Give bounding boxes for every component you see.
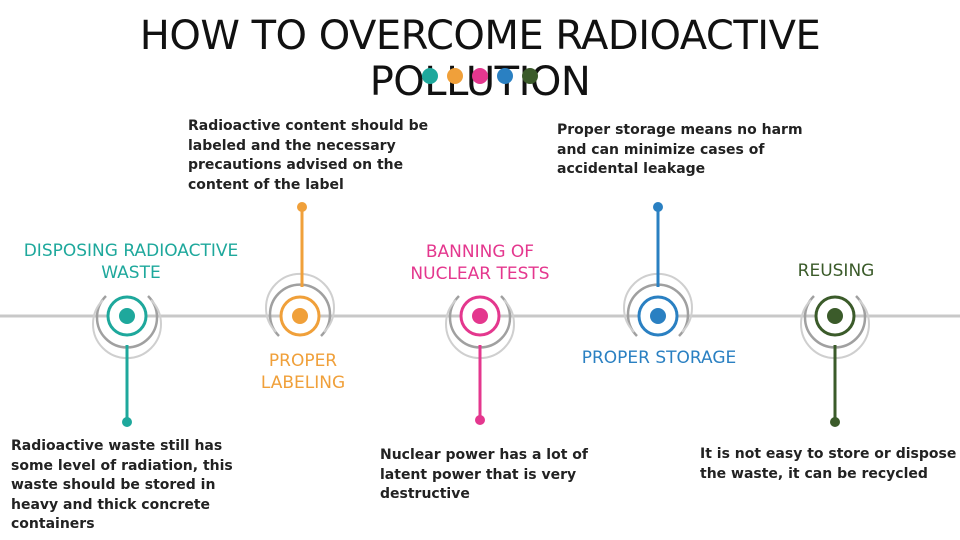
green-dot bbox=[522, 68, 538, 84]
blue-dot bbox=[497, 68, 513, 84]
node-labeling bbox=[265, 202, 335, 337]
node-reusing bbox=[800, 295, 870, 427]
step-label-labeling: PROPER LABELING bbox=[260, 351, 346, 393]
node-disposing bbox=[92, 295, 162, 427]
teal-dot bbox=[422, 68, 438, 84]
pink-dot bbox=[472, 68, 488, 84]
node-banning bbox=[445, 295, 515, 425]
step-desc-banning: Nuclear power has a lot of latent power … bbox=[380, 447, 588, 502]
step-label-storage: PROPER STORAGE bbox=[581, 348, 737, 368]
node-storage bbox=[623, 202, 693, 337]
step-desc-labeling: Radioactive content should be labeled an… bbox=[188, 118, 429, 193]
step-label-disposing: DISPOSING RADIOACTIVE WASTE bbox=[23, 241, 239, 283]
step-desc-storage: Proper storage means no harm and can min… bbox=[557, 122, 803, 177]
step-label-banning: BANNING OF NUCLEAR TESTS bbox=[410, 242, 550, 284]
step-desc-reusing: It is not easy to store or dispose the w… bbox=[700, 446, 957, 482]
orange-dot bbox=[447, 68, 463, 84]
step-desc-disposing: Radioactive waste still has some level o… bbox=[11, 438, 233, 532]
page-title-line-1: HOW TO OVERCOME RADIOACTIVE bbox=[139, 13, 821, 59]
step-label-reusing: REUSING bbox=[797, 261, 875, 281]
